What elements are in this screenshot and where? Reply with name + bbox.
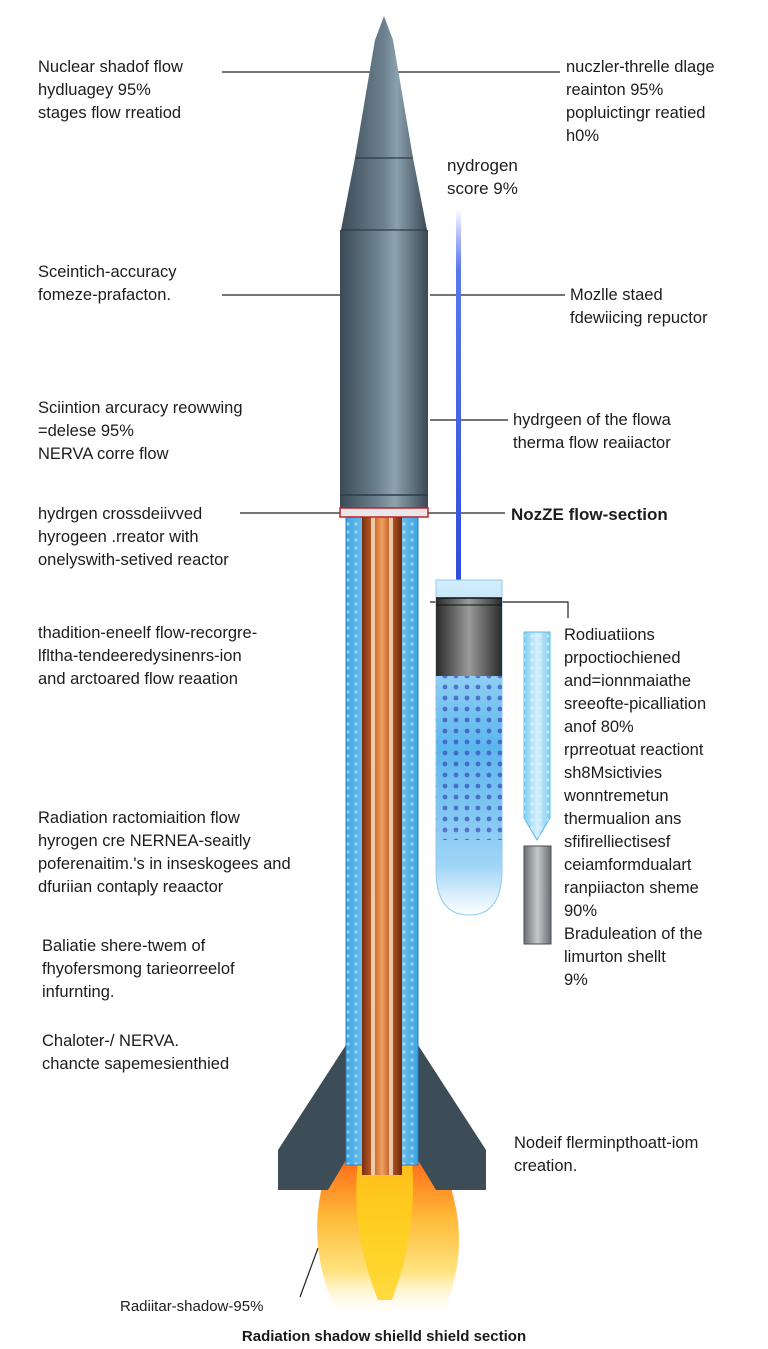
reactor-core <box>362 515 402 1175</box>
label-line: fhyofersmong tarieorreelof <box>42 960 235 978</box>
label-line: hyrogeen .rreator with <box>38 528 199 546</box>
label-line: dfuriian contaply reaactor <box>38 878 224 896</box>
label-line: 9% <box>564 971 588 989</box>
label-line: Radiation ractomiaition flow <box>38 809 240 827</box>
core-rod-1 <box>371 515 375 1175</box>
label-line: Sceintich-accuracy <box>38 263 177 281</box>
label-left-2: Sceintich-accuracy fomeze-prafacton. <box>38 261 176 307</box>
label-line: Baliatie shere-twem of <box>42 937 206 955</box>
label-left-6: Radiation ractomiaition flow hyrogen cre… <box>38 807 291 899</box>
label-line: and arctoared flow reaation <box>38 670 238 688</box>
label-line: hydluagey 95% <box>38 81 151 99</box>
label-line: score 9% <box>447 179 518 198</box>
fin-left <box>278 1045 346 1190</box>
label-left-5: thadition-eneelf flow-recorgre- lfltha-t… <box>38 622 257 691</box>
label-line: rprreotuat reactiont <box>564 741 704 759</box>
fin-right <box>418 1045 486 1190</box>
label-line: thermualion ans <box>564 810 682 828</box>
label-top-right: nuczler-threlle dlage reainton 95% poplu… <box>566 56 715 148</box>
label-right-4: NozZE flow-section <box>511 505 668 524</box>
label-line: Nodeif flerminpthoatt-iom <box>514 1134 699 1152</box>
label-bottom-left: Radiitar-shadow-95% <box>120 1298 264 1315</box>
label-line: sfifirelliectisesf <box>564 833 671 851</box>
nose-cone <box>341 16 427 230</box>
label-line: onelyswith-setived reactor <box>38 551 229 569</box>
shield-cylinder <box>523 845 552 945</box>
label-line: therma flow reaiiactor <box>513 434 671 452</box>
label-line: 90% <box>564 902 598 920</box>
label-line: lfltha-tendeeredysinenrs-ion <box>38 647 242 665</box>
rocket-hull <box>340 230 428 510</box>
label-right-3: hydrgeen of the flowa therma flow reaiia… <box>513 409 671 455</box>
label-line: anof 80% <box>564 718 634 736</box>
label-line: NERVA corre flow <box>38 445 169 463</box>
label-left-3: Sciintion arcuracy reowwing =delese 95% … <box>38 397 243 466</box>
hull-ring <box>339 507 429 518</box>
label-left-7: Baliatie shere-twem of fhyofersmong tari… <box>42 935 235 1004</box>
label-line: poferenaitim.'s in inseskogees and <box>38 855 291 873</box>
label-line: nydrogen <box>447 156 518 175</box>
label-line: fomeze-prafacton. <box>38 286 171 304</box>
label-line: Sciintion arcuracy reowwing <box>38 399 243 417</box>
label-line: chancte sapemesienthied <box>42 1055 230 1073</box>
label-line: creation. <box>514 1157 578 1175</box>
label-beam: nydrogen score 9% <box>447 154 518 200</box>
label-line: hydrgeen of the flowa <box>513 411 671 429</box>
label-right-6: Nodeif flerminpthoatt-iom creation. <box>514 1132 698 1178</box>
label-line: sh8Msictivies <box>564 764 663 782</box>
label-line: reainton 95% <box>566 81 664 99</box>
label-line: Mozlle staed <box>570 286 663 304</box>
label-line: Rodiuatiions <box>564 626 655 644</box>
label-right-5: Rodiuatiions prpoctiochiened and=ionnmai… <box>564 624 706 992</box>
label-line: popluictingr reatied <box>566 104 706 122</box>
label-right-2: Mozlle staed fdewiicing repuctor <box>570 284 708 330</box>
label-line: Chaloter-/ NERVA. <box>42 1032 179 1050</box>
label-line: Nuclear shadof flow <box>38 58 183 76</box>
diagram-caption: Radiation shadow shielld shield section <box>241 1328 527 1345</box>
label-line: nuczler-threlle dlage <box>566 58 715 76</box>
hydrogen-beam <box>456 210 461 605</box>
label-left-4: hydrgen crossdeiivved hyrogeen .rreator … <box>38 503 229 572</box>
label-line: wonntremetun <box>564 787 669 805</box>
label-line: and=ionnmaiathe <box>564 672 692 690</box>
label-line: sreeofte-picalliation <box>564 695 707 713</box>
reactor-vial <box>435 579 503 916</box>
label-line: h0% <box>566 127 600 145</box>
label-line: stages flow rreatiod <box>38 104 182 122</box>
label-line: hyrogen cre NERNEA-seaitly <box>38 832 251 850</box>
label-line: =delese 95% <box>38 422 134 440</box>
label-top-left: Nuclear shadof flow hydluagey 95% stages… <box>38 56 183 125</box>
label-line: ceiamformdualart <box>564 856 692 874</box>
label-left-8: Chaloter-/ NERVA. chancte sapemesienthie… <box>42 1030 229 1076</box>
label-line: fdewiicing repuctor <box>570 309 708 327</box>
vial-cap <box>436 598 502 676</box>
exhaust-flame-core <box>356 1160 414 1300</box>
label-line: Braduleation of the <box>564 925 703 943</box>
sample-tube-texture <box>524 632 550 840</box>
label-line: thadition-eneelf flow-recorgre- <box>38 624 258 642</box>
label-line: ranpiiacton sheme <box>564 879 699 897</box>
core-rod-2 <box>389 515 393 1175</box>
label-line: hydrgen crossdeiivved <box>38 505 203 523</box>
leader-bottom <box>299 1247 319 1298</box>
label-line: prpoctiochiened <box>564 649 681 667</box>
label-line: infurnting. <box>42 983 115 1001</box>
label-line: limurton shellt <box>564 948 666 966</box>
